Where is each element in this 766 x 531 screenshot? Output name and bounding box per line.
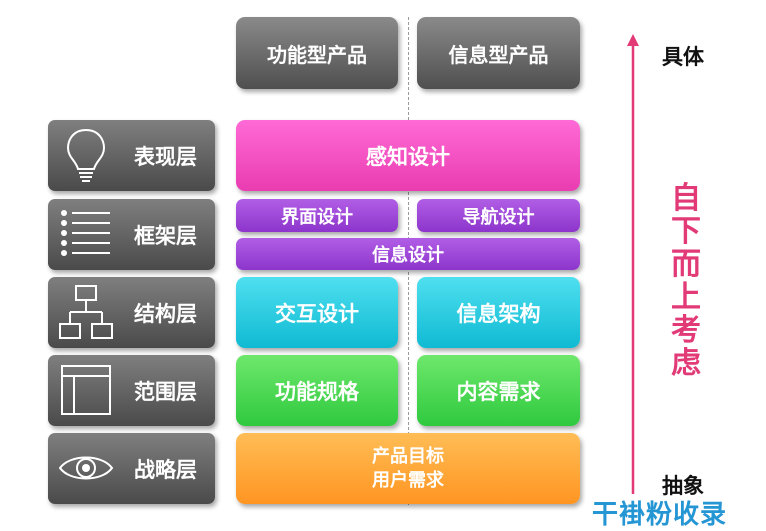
layer-strategy: 战略层 <box>48 433 215 504</box>
navigation-design-block: 导航设计 <box>417 199 580 232</box>
perception-design-block: 感知设计 <box>236 120 580 191</box>
layer-scope: 范围层 <box>48 355 215 426</box>
column-functional-product: 功能型产品 <box>236 17 398 89</box>
column-information-product: 信息型产品 <box>417 17 580 89</box>
perception-design-label: 感知设计 <box>366 144 450 169</box>
objectives-block: 产品目标 用户需求 <box>236 433 580 504</box>
functional-spec-label: 功能规格 <box>275 379 359 404</box>
layer-skeleton-label: 框架层 <box>134 223 197 248</box>
interface-design-block: 界面设计 <box>236 199 398 232</box>
information-architecture-label: 信息架构 <box>456 301 541 326</box>
layer-strategy-label: 战略层 <box>134 457 197 482</box>
layout-icon <box>61 365 111 415</box>
functional-spec-block: 功能规格 <box>236 355 398 426</box>
axis-bottom-label: 抽象 <box>662 474 704 498</box>
hierarchy-icon <box>59 285 113 339</box>
eye-icon <box>58 456 114 480</box>
bottom-up-vertical-label: 自下而上考虑 <box>671 181 701 381</box>
content-requirements-block: 内容需求 <box>417 355 580 426</box>
axis-top-label: 具体 <box>662 45 704 69</box>
content-requirements-label: 内容需求 <box>456 379 541 404</box>
interaction-design-block: 交互设计 <box>236 277 398 348</box>
information-design-label: 信息设计 <box>372 245 444 266</box>
column-information-label: 信息型产品 <box>448 42 549 67</box>
layer-surface: 表现层 <box>48 120 215 191</box>
user-needs-label: 用户需求 <box>372 469 444 491</box>
navigation-design-label: 导航设计 <box>462 206 535 228</box>
watermark-text: 干褂粉收录 <box>592 500 728 530</box>
up-arrow-icon <box>627 34 639 494</box>
layer-skeleton: 框架层 <box>48 199 215 270</box>
column-functional-label: 功能型产品 <box>267 42 367 67</box>
information-architecture-block: 信息架构 <box>417 277 580 348</box>
product-objectives-label: 产品目标 <box>372 445 444 467</box>
layer-structure-label: 结构层 <box>134 301 197 326</box>
layer-structure: 结构层 <box>48 277 215 348</box>
lightbulb-icon <box>66 128 106 182</box>
information-design-block: 信息设计 <box>236 238 580 270</box>
layer-scope-label: 范围层 <box>134 379 197 404</box>
interaction-design-label: 交互设计 <box>275 301 359 326</box>
layer-surface-label: 表现层 <box>134 144 197 169</box>
interface-design-label: 界面设计 <box>281 206 353 228</box>
list-icon <box>61 210 110 256</box>
